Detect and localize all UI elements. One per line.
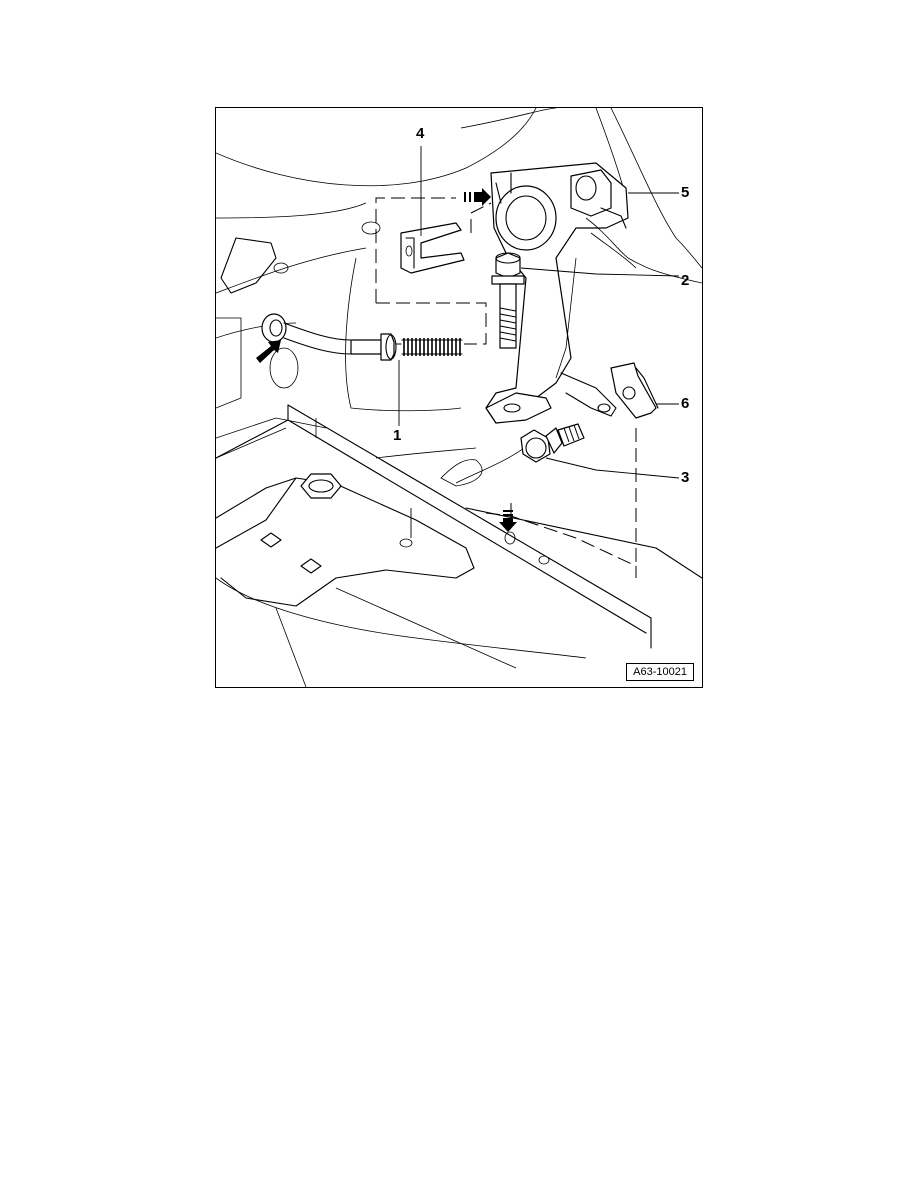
selector-lever-bracket <box>485 162 702 424</box>
assembly-guide-lines <box>375 197 637 578</box>
callout-4: 4 <box>416 125 425 142</box>
double-bar-arrow-icon <box>464 188 491 206</box>
clip-nut <box>610 362 659 419</box>
callout-3: 3 <box>681 469 690 486</box>
double-bar-arrow-icon <box>499 510 517 532</box>
floor-plate <box>216 473 475 607</box>
callout-leaders <box>398 146 680 479</box>
callout-1: 1 <box>393 427 402 444</box>
callout-2: 2 <box>681 272 690 289</box>
cable-assembly <box>261 313 463 361</box>
bolt-horizontal <box>520 423 585 463</box>
arrow-icon <box>256 340 281 363</box>
body-panel-contours <box>216 108 702 487</box>
callout-5: 5 <box>681 184 690 201</box>
bolt-vertical <box>491 252 525 349</box>
callout-6: 6 <box>681 395 690 412</box>
rocker-rail <box>216 404 702 687</box>
retaining-clip <box>400 222 465 274</box>
assembly-drawing <box>216 108 702 687</box>
figure-code-label: A63-10021 <box>626 663 694 681</box>
exploded-view-illustration: 4 5 2 1 6 3 A63-10021 <box>215 107 703 688</box>
